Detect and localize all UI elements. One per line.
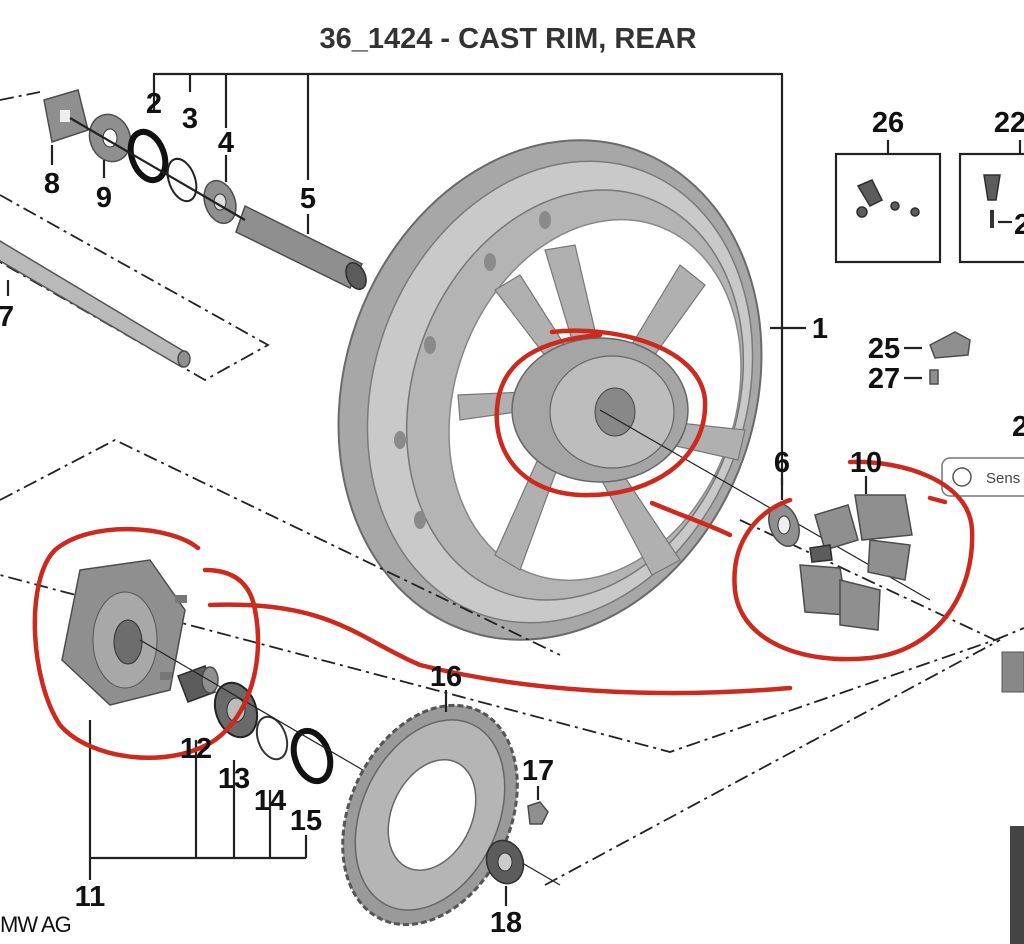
- valve-26-icon: [856, 179, 920, 218]
- part-label-15: 15: [290, 805, 322, 837]
- lower-left-dash: [0, 438, 561, 656]
- copyright-text: MW AG: [0, 912, 71, 937]
- part-label-26: 26: [872, 107, 904, 139]
- red-connector-lower: [207, 602, 793, 696]
- spacer-sleeve: [235, 204, 367, 290]
- cush-drive-dash-outline: [0, 519, 998, 753]
- part-label-11: 11: [75, 881, 106, 913]
- sprocket-nut-17: [527, 801, 549, 825]
- red-circle-cush-drive: [732, 459, 975, 662]
- part-label-12: 12: [180, 733, 212, 765]
- part-label-3: 3: [182, 103, 198, 135]
- seal-ring: [127, 128, 169, 184]
- part-label-2-cut-lower: 2: [1012, 411, 1024, 443]
- diagram-title: 36_1424 - CAST RIM, REAR: [319, 23, 696, 55]
- part-label-18: 18: [490, 907, 522, 939]
- part-label-17: 17: [522, 755, 554, 787]
- part-label-27: 27: [868, 363, 900, 395]
- sensor-icon: [952, 467, 972, 487]
- red-circle-hub: [494, 328, 708, 498]
- part-label-2-cut-upper: 2: [1014, 209, 1024, 241]
- part-label-9: 9: [96, 182, 112, 214]
- sensor-bracket-25: [929, 331, 971, 359]
- part-label-13: 13: [218, 763, 250, 795]
- lower-right-dash: [994, 627, 1024, 641]
- part-label-16: 16: [430, 661, 462, 693]
- cush-drive-rubbers: [799, 494, 913, 631]
- circlip-14: [255, 715, 289, 761]
- part-label-10: 10: [850, 447, 882, 479]
- axle-adjuster-block: [43, 89, 89, 143]
- red-tick: [927, 495, 948, 505]
- upper-axis-line: [69, 117, 246, 221]
- seal-15: [290, 727, 334, 785]
- top-leader-bracket: [152, 72, 784, 485]
- part-label-22: 22: [994, 107, 1024, 139]
- part-label-1: 1: [812, 313, 828, 345]
- part-label-5: 5: [300, 183, 316, 215]
- part-label-8: 8: [44, 168, 60, 200]
- part-label-14: 14: [254, 785, 286, 817]
- edge-dark-fragment: [1010, 826, 1024, 944]
- sprocket-sleeve-18: [485, 839, 525, 885]
- cast-rim-wheel: [337, 139, 931, 641]
- lower-leader-bracket: [88, 720, 308, 880]
- part-label-6: 6: [774, 447, 790, 479]
- washer: [88, 113, 132, 163]
- part-label-4: 4: [218, 127, 234, 159]
- part-box-22: [958, 152, 1024, 264]
- circlip: [166, 157, 198, 203]
- screw-27: [929, 369, 939, 385]
- axle-rod: [0, 240, 191, 368]
- hub-spacer-12: [177, 665, 219, 703]
- red-circle-rear-hub: [32, 526, 261, 760]
- rear-sprocket: [341, 703, 519, 927]
- sprocket-dash-line: [544, 639, 1001, 886]
- rear-hub-flange: [61, 559, 187, 706]
- red-connector-upper: [649, 500, 733, 538]
- sensor-label: Sens: [986, 470, 1020, 487]
- bearing: [203, 179, 237, 225]
- part-box-26: [834, 152, 942, 264]
- part-label-25: 25: [868, 333, 900, 365]
- valve-22-icon: [983, 174, 1001, 228]
- edge-part-fragment: [1001, 651, 1024, 693]
- part-label-7: 7: [0, 301, 14, 333]
- part-label-2: 2: [146, 88, 162, 120]
- upper-left-dash: [0, 91, 41, 101]
